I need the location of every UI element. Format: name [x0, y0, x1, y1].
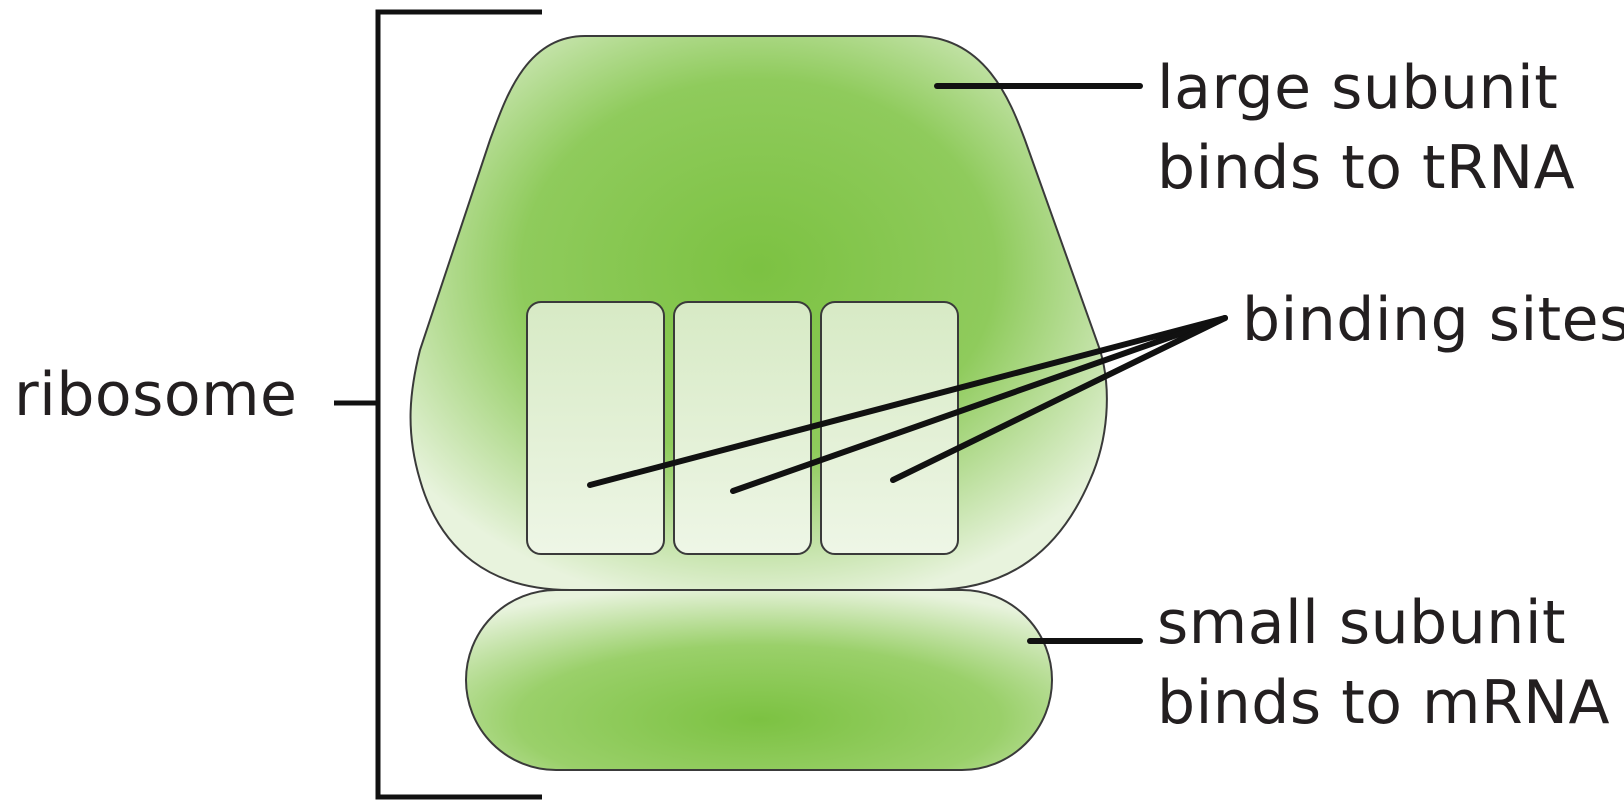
small-subunit-shape [466, 590, 1052, 770]
binding-site-2 [674, 302, 811, 554]
small-subunit-label-line-2: binds to mRNA [1157, 663, 1610, 743]
binding-sites [527, 302, 958, 554]
binding-site-3 [821, 302, 958, 554]
ribosome-label: ribosome [14, 355, 297, 435]
small-subunit-label-line-1: small subunit [1157, 583, 1610, 663]
binding-sites-label: binding sites [1242, 280, 1624, 360]
small-subunit-label: small subunit binds to mRNA [1157, 583, 1610, 743]
large-subunit-label-line-1: large subunit [1157, 48, 1575, 128]
ribosome-label-text: ribosome [14, 355, 297, 435]
large-subunit-label: large subunit binds to tRNA [1157, 48, 1575, 208]
binding-site-1 [527, 302, 664, 554]
binding-sites-label-text: binding sites [1242, 280, 1624, 360]
large-subunit-label-line-2: binds to tRNA [1157, 128, 1575, 208]
